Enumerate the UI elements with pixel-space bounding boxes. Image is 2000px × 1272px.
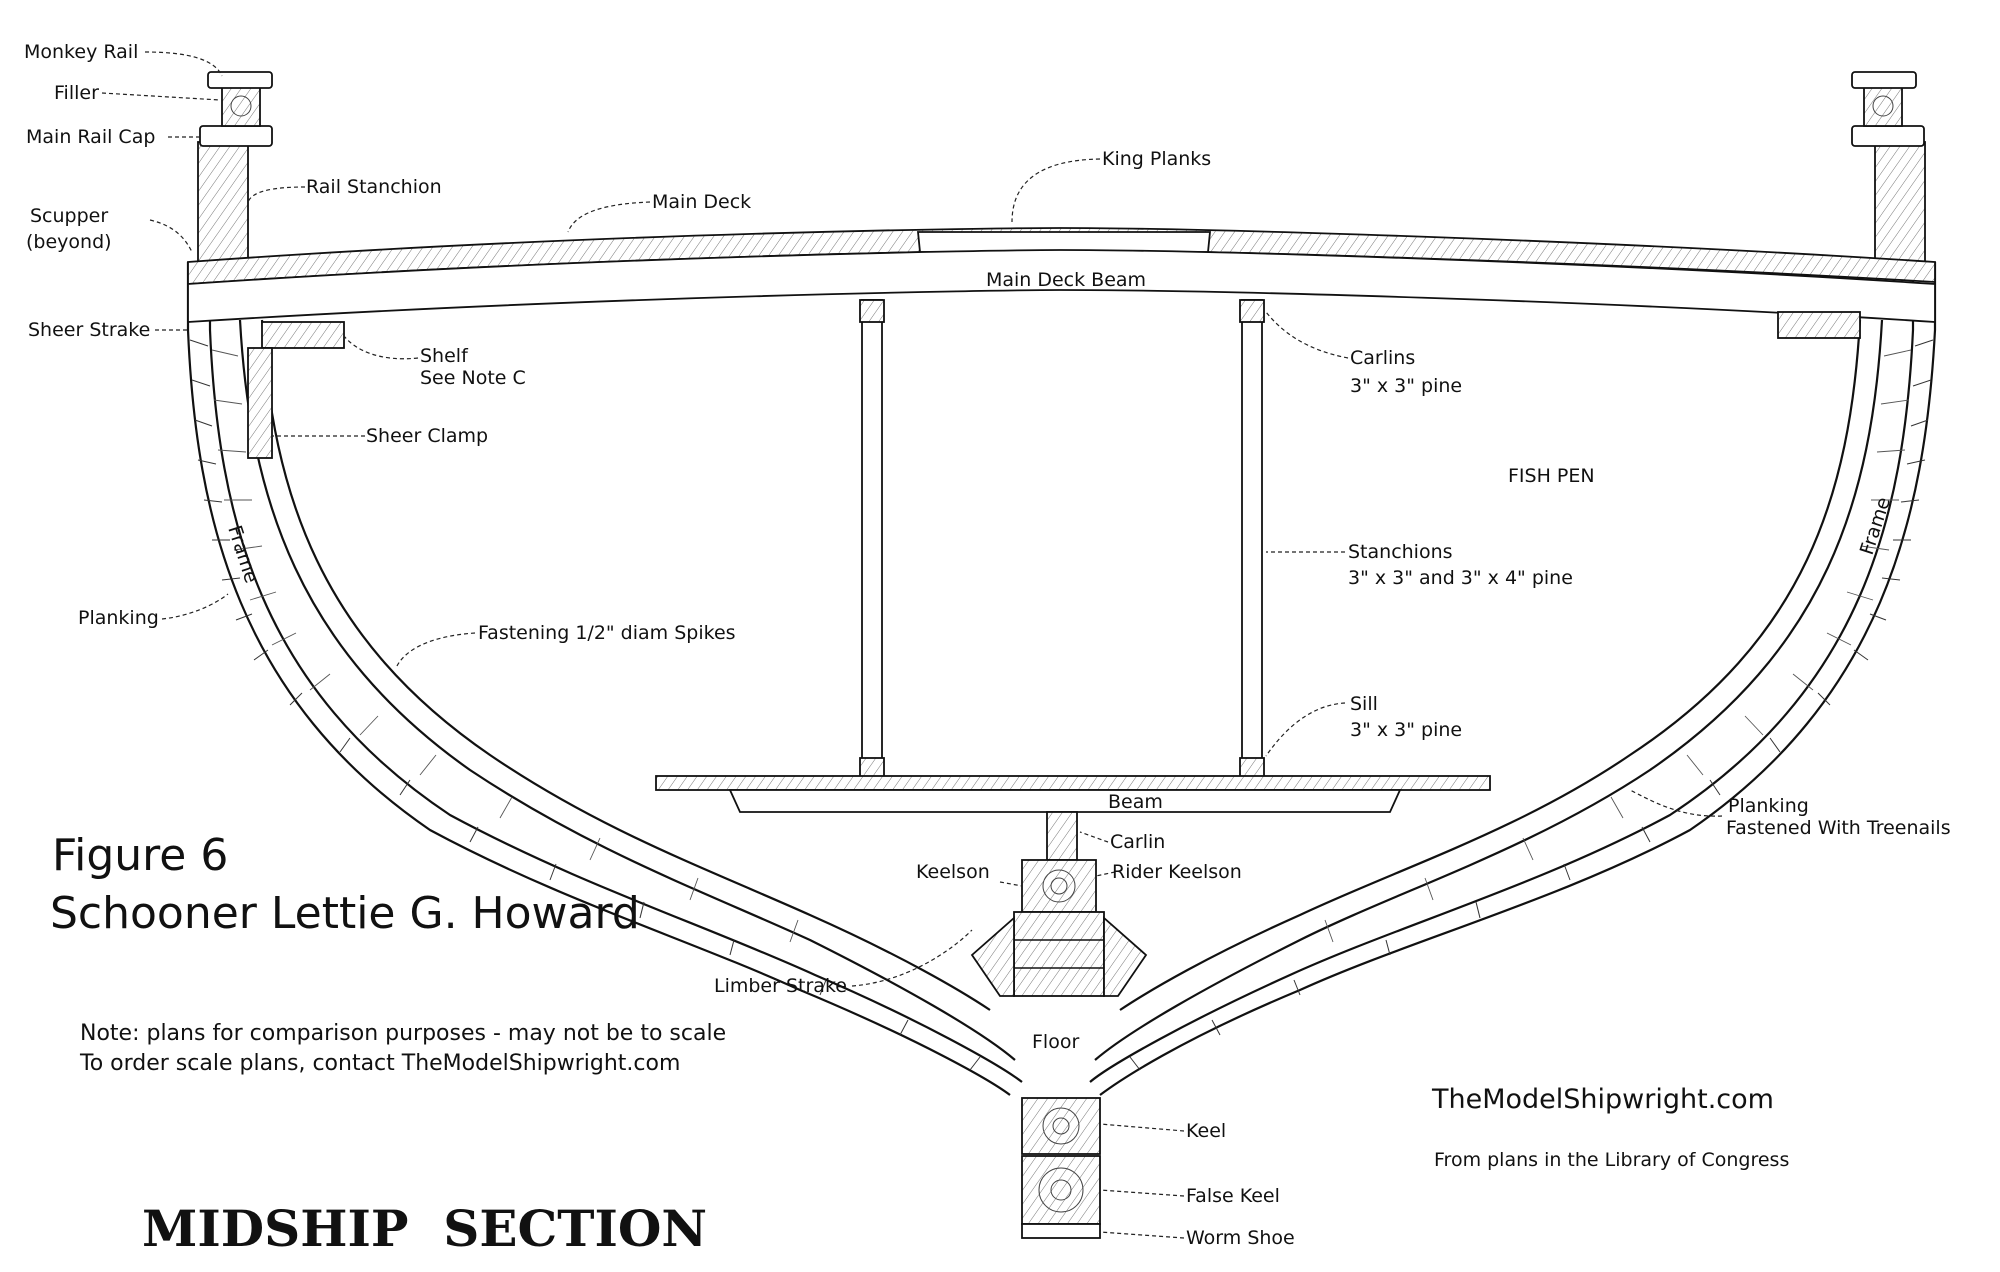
hull-outline: [186, 262, 1937, 1096]
label-rail-stanchion: Rail Stanchion: [306, 176, 442, 198]
label-stanchions-size: 3" x 3" and 3" x 4" pine: [1348, 567, 1573, 589]
label-scupper-beyond: (beyond): [26, 231, 112, 253]
main-deck: [187, 227, 1936, 459]
bulwark-right: [1851, 71, 1926, 263]
note-line-2: To order scale plans, contact TheModelSh…: [79, 1051, 680, 1076]
bulwark-left: [197, 71, 273, 263]
label-keelson: Keelson: [916, 861, 990, 883]
label-sill-size: 3" x 3" pine: [1350, 719, 1462, 741]
label-main-deck: Main Deck: [652, 191, 751, 213]
vessel-name: Schooner Lettie G. Howard: [50, 888, 640, 939]
label-shelf-note: See Note C: [420, 367, 526, 389]
label-carlins: Carlins: [1350, 347, 1415, 369]
label-planking-right: Planking: [1728, 795, 1809, 817]
label-sheer-clamp: Sheer Clamp: [366, 425, 488, 447]
leader-lines: [101, 51, 1723, 1239]
label-main-deck-beam: Main Deck Beam: [986, 269, 1146, 291]
fish-pen-stanchions: [655, 299, 1491, 861]
label-frame-right: Frame: [1856, 494, 1895, 557]
label-limber-strake: Limber Strake: [714, 975, 847, 997]
label-fish-pen: FISH PEN: [1508, 465, 1595, 487]
credit-source: From plans in the Library of Congress: [1434, 1149, 1789, 1171]
figure-number: Figure 6: [52, 830, 228, 881]
label-stanchions: Stanchions: [1348, 541, 1453, 563]
label-frame-left: Frame: [223, 523, 262, 586]
label-beam: Beam: [1108, 791, 1163, 813]
title-block: Figure 6 Schooner Lettie G. Howard Note:…: [50, 830, 1789, 1258]
label-sheer-strake: Sheer Strake: [28, 319, 150, 341]
credit-site: TheModelShipwright.com: [1431, 1084, 1774, 1115]
label-scupper: Scupper: [30, 205, 108, 227]
label-fastening: Fastening 1/2" diam Spikes: [478, 622, 736, 644]
label-planking-left: Planking: [78, 607, 159, 629]
note-line-1: Note: plans for comparison purposes - ma…: [80, 1021, 726, 1046]
part-labels: Monkey Rail Filler Main Rail Cap Rail St…: [24, 41, 1951, 1249]
label-shelf: Shelf: [420, 345, 469, 367]
section-title: MIDSHIP SECTION: [142, 1199, 707, 1258]
label-floor: Floor: [1032, 1031, 1079, 1053]
label-planking-treenails: Fastened With Treenails: [1726, 817, 1951, 839]
label-filler: Filler: [54, 82, 99, 104]
label-worm-shoe: Worm Shoe: [1186, 1227, 1295, 1249]
label-rider-keelson: Rider Keelson: [1112, 861, 1242, 883]
label-keel: Keel: [1186, 1120, 1226, 1142]
label-main-rail-cap: Main Rail Cap: [26, 126, 155, 148]
label-monkey-rail: Monkey Rail: [24, 41, 138, 63]
label-king-planks: King Planks: [1102, 148, 1211, 170]
label-carlins-size: 3" x 3" pine: [1350, 375, 1462, 397]
label-sill: Sill: [1350, 693, 1378, 715]
label-false-keel: False Keel: [1186, 1185, 1280, 1207]
label-carlin: Carlin: [1110, 831, 1165, 853]
keel-assembly: [970, 859, 1148, 1239]
